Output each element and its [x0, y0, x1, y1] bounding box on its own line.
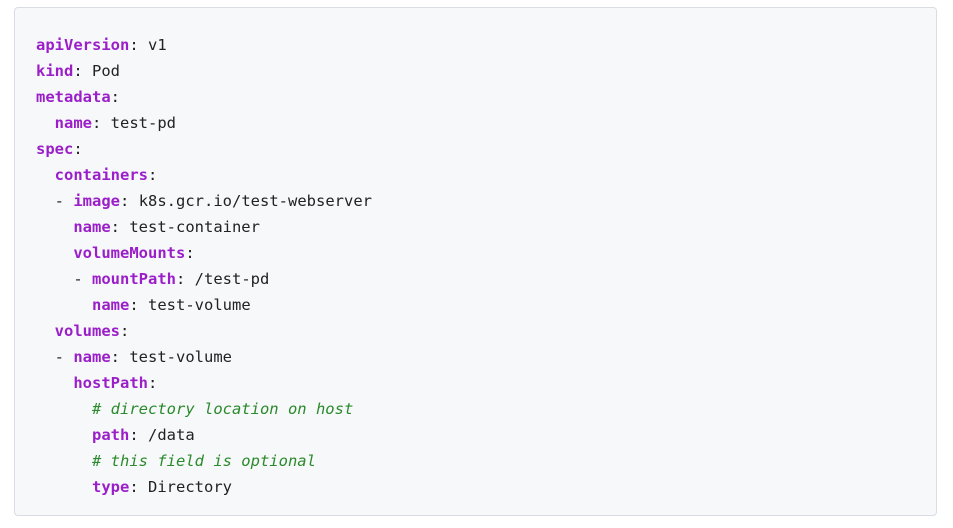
code-line: # this field is optional [36, 448, 936, 474]
yaml-key: mountPath [92, 270, 176, 288]
yaml-value: test-pd [110, 114, 176, 132]
yaml-value: Directory [148, 478, 232, 496]
yaml-value: /test-pd [194, 270, 270, 288]
yaml-key: metadata [36, 88, 111, 106]
yaml-comment: # directory location on host [92, 400, 354, 418]
code-line: - image: k8s.gcr.io/test-webserver [54, 192, 372, 210]
yaml-value: v1 [148, 36, 167, 54]
yaml-value: test-container [129, 218, 260, 236]
yaml-key: volumes [54, 322, 120, 340]
yaml-value: test-volume [148, 296, 251, 314]
code-line: metadata: [36, 88, 120, 106]
yaml-value: Pod [92, 62, 120, 80]
code-line: containers: [54, 166, 158, 184]
yaml-key: apiVersion [36, 36, 130, 54]
code-line: spec: [36, 140, 83, 158]
code-line: volumes: [54, 322, 130, 340]
yaml-value: test-volume [129, 348, 232, 366]
yaml-value: /data [148, 426, 195, 444]
yaml-key: volumeMounts [73, 244, 186, 262]
code-line: path: /data [92, 426, 195, 444]
yaml-key: containers [54, 166, 148, 184]
code-line: - name: test-volume [54, 348, 232, 366]
yaml-key: name [73, 348, 111, 366]
yaml-key: name [92, 296, 130, 314]
yaml-code-block: apiVersion: v1 kind: Pod metadata: name:… [14, 7, 937, 516]
code-line: - mountPath: /test-pd [73, 270, 270, 288]
code-line: apiVersion: v1 [36, 36, 167, 54]
code-line: kind: Pod [36, 62, 120, 80]
code-line: name: test-container [73, 218, 260, 236]
yaml-comment: # this field is optional [92, 452, 316, 470]
yaml-key: kind [36, 62, 74, 80]
code-line: volumeMounts: [73, 244, 195, 262]
code-line: name: test-volume [92, 296, 251, 314]
yaml-key: spec [36, 140, 74, 158]
code-line: name: test-pd [54, 114, 176, 132]
yaml-value: k8s.gcr.io/test-webserver [138, 192, 372, 210]
yaml-key: hostPath [73, 374, 148, 392]
yaml-key: image [73, 192, 121, 210]
code-line: # directory location on host [36, 396, 936, 422]
yaml-key: path [92, 426, 130, 444]
yaml-key: name [73, 218, 111, 236]
code-line: type: Directory [92, 478, 232, 496]
yaml-key: type [92, 478, 130, 496]
yaml-key: name [54, 114, 92, 132]
code-line: hostPath: [73, 374, 158, 392]
